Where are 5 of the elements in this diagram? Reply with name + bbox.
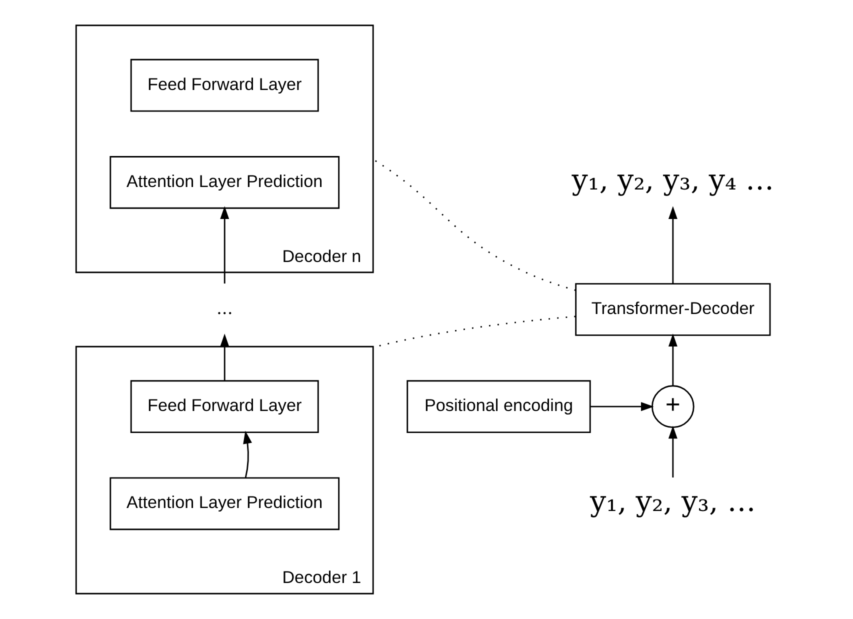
node-text: ... (216, 298, 232, 319)
node-label: Decoder 1 (282, 567, 361, 588)
node-label: Decoder n (282, 246, 361, 266)
node-text: y₁, y₂, y₃, y₄ … (571, 162, 774, 197)
node-text: y₁, y₂, y₃, … (590, 484, 756, 518)
